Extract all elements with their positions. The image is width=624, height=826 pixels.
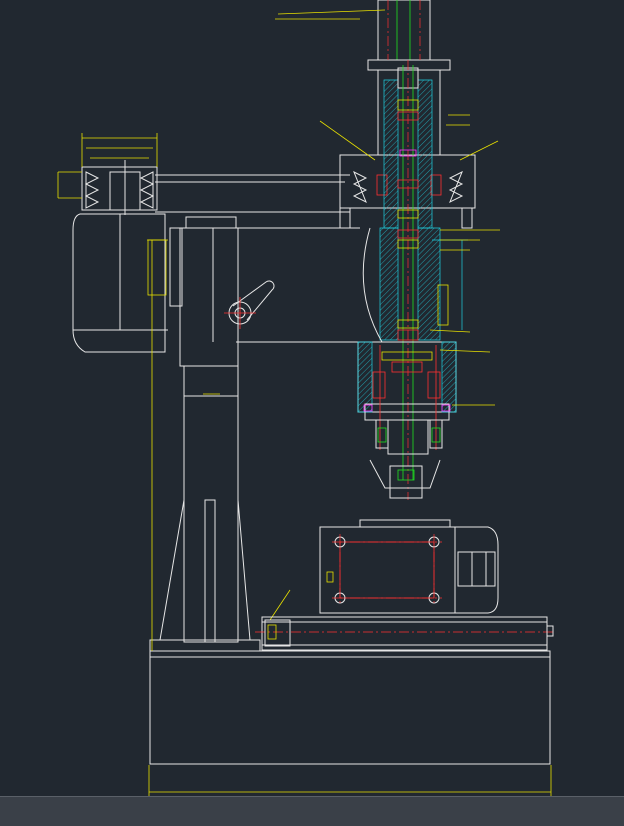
carriage-housing [155, 174, 368, 367]
assembly-drawing [57, 0, 555, 796]
work-table-rail [255, 616, 555, 651]
gear-housing [357, 341, 457, 450]
spindle-section [362, 0, 468, 500]
top-pulley [339, 154, 476, 229]
cad-viewport[interactable] [0, 0, 624, 796]
left-motor [72, 213, 168, 353]
spindle-tube [367, 0, 451, 155]
height-dimension [147, 239, 168, 651]
feed-handle [224, 280, 275, 329]
machine-base [149, 639, 551, 765]
status-bar [0, 796, 624, 826]
base-dimension [148, 765, 552, 796]
tool-holders [369, 419, 443, 499]
column [159, 365, 251, 643]
left-pulley [57, 133, 158, 215]
bottom-motor [319, 519, 499, 614]
annotation-leaders [269, 9, 500, 621]
